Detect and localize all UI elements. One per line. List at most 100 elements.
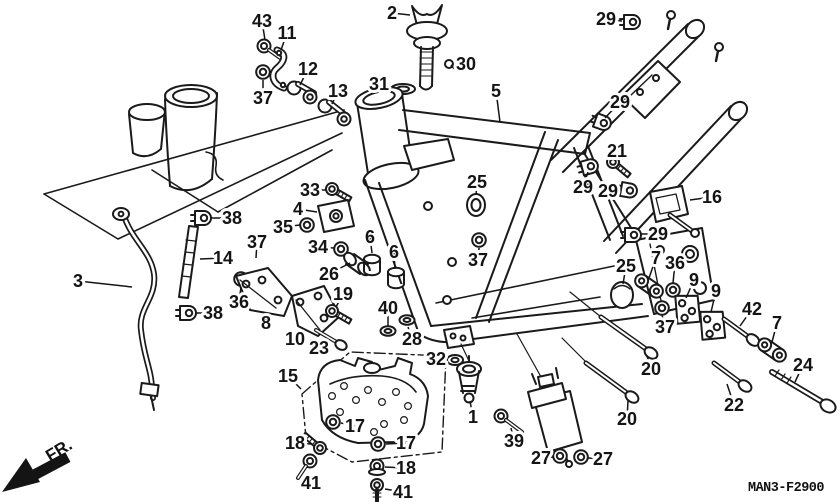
callout-25: 25	[467, 172, 487, 192]
callout-5: 5	[491, 81, 501, 101]
callout-16: 16	[702, 187, 722, 207]
fr-label: FR.	[42, 435, 75, 465]
callout-35: 35	[273, 217, 293, 237]
callout-6: 6	[389, 242, 399, 262]
callout-36: 36	[665, 253, 685, 273]
leader-line	[794, 364, 804, 383]
callout-22: 22	[724, 395, 744, 415]
leader-line	[672, 262, 676, 284]
leader-line	[648, 257, 657, 279]
callout-41: 41	[301, 473, 321, 493]
leader-line	[340, 422, 356, 427]
leader-line	[282, 224, 301, 228]
leader-line	[199, 257, 224, 260]
frame-artwork	[43, 4, 837, 502]
callout-17: 17	[396, 433, 416, 453]
callout-26: 26	[319, 264, 339, 284]
callout-8: 8	[261, 313, 271, 333]
callout-4: 4	[293, 199, 303, 219]
callout-18: 18	[396, 458, 416, 478]
leader-line	[607, 189, 621, 192]
callout-9: 9	[689, 270, 699, 290]
callout-15: 15	[278, 366, 298, 386]
leader-line	[391, 12, 411, 16]
callout-2: 2	[387, 3, 397, 23]
leader-line	[331, 90, 339, 105]
leader-line	[261, 20, 266, 41]
callout-39: 39	[504, 431, 524, 451]
callout-7: 7	[772, 313, 782, 333]
callout-14: 14	[213, 248, 233, 268]
callout-37: 37	[247, 232, 267, 252]
callout-11: 11	[277, 23, 296, 43]
callout-37: 37	[253, 88, 273, 108]
leader-line	[582, 171, 589, 188]
callout-20: 20	[617, 409, 637, 429]
callout-3: 3	[73, 271, 83, 291]
callout-27: 27	[593, 449, 613, 469]
leader-line	[369, 236, 373, 254]
callout-21: 21	[607, 141, 627, 161]
leader-line	[726, 383, 735, 406]
leader-line	[318, 341, 327, 349]
leader-line	[294, 442, 313, 445]
callout-17: 17	[345, 416, 365, 436]
callout-32: 32	[426, 349, 446, 369]
callout-27: 27	[531, 448, 551, 468]
leader-line	[685, 279, 695, 299]
callout-1: 1	[468, 407, 478, 427]
leader-line	[255, 241, 258, 259]
reservoir-artwork	[527, 367, 583, 468]
callout-19: 19	[333, 284, 353, 304]
part-code-label: MAN3-F2900	[748, 481, 824, 496]
callout-6: 6	[365, 227, 375, 247]
leader-line	[540, 456, 555, 459]
leader-line	[297, 208, 318, 213]
fr-direction-arrow: FR.	[2, 435, 76, 492]
callout-29: 29	[610, 92, 630, 112]
leader-line	[605, 18, 623, 22]
callout-23: 23	[309, 338, 329, 358]
callout-12: 12	[298, 59, 318, 79]
leader-line	[587, 457, 604, 460]
leader-line	[739, 308, 753, 327]
leader-line	[378, 83, 393, 89]
leader-line	[689, 196, 713, 201]
callout-43: 43	[252, 11, 272, 31]
leader-line	[626, 400, 629, 420]
leader-line	[299, 68, 309, 86]
callout-13: 13	[328, 81, 348, 101]
leader-line	[280, 32, 288, 51]
sensor-part-artwork	[446, 354, 482, 404]
callout-38: 38	[203, 303, 223, 323]
leader-line	[335, 293, 344, 308]
dipstick-artwork	[390, 4, 461, 95]
leader-line	[317, 246, 335, 249]
left-hardware-artwork	[175, 38, 416, 502]
leader-line	[477, 247, 480, 261]
leader-line	[294, 330, 304, 340]
leader-line	[384, 466, 407, 469]
leader-line	[495, 90, 501, 123]
leader-line	[435, 358, 448, 361]
callout-31: 31	[369, 74, 389, 94]
callout-42: 42	[742, 299, 762, 319]
callout-7: 7	[651, 248, 661, 268]
callout-34: 34	[308, 237, 328, 257]
rod-artwork	[178, 225, 199, 299]
callout-28: 28	[402, 329, 422, 349]
fr-arrow-icon	[2, 458, 40, 492]
callout-41: 41	[393, 482, 413, 502]
leader-line	[77, 280, 133, 288]
leader-line	[287, 375, 302, 390]
leader-line	[328, 262, 351, 275]
callout-29: 29	[573, 177, 593, 197]
callout-29: 29	[598, 181, 618, 201]
callout-29: 29	[596, 9, 616, 29]
leader-line	[384, 488, 404, 493]
callout-18: 18	[285, 433, 305, 453]
leader-line	[661, 314, 666, 328]
leader-line	[604, 101, 621, 119]
leader-layer	[77, 12, 804, 493]
